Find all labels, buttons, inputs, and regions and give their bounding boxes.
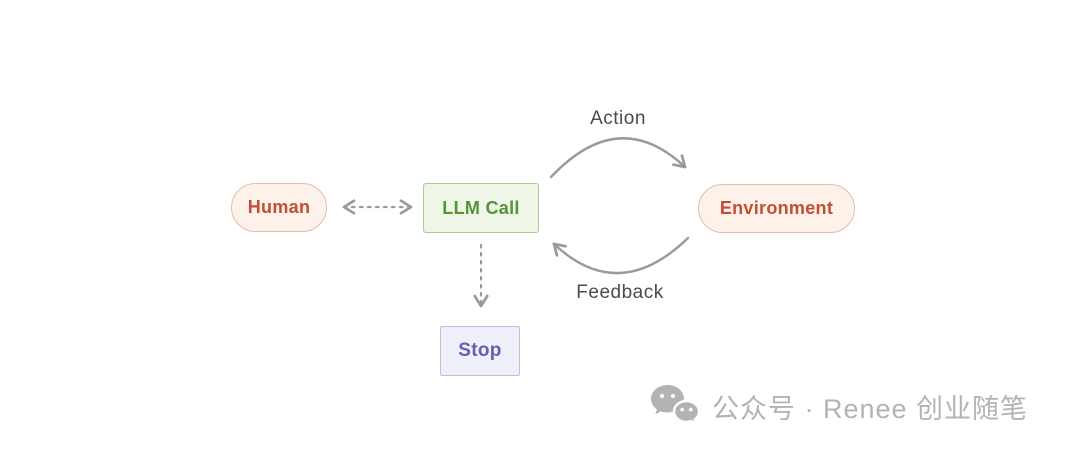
- action-arrow: [549, 137, 685, 179]
- node-environment: Environment: [698, 184, 855, 233]
- feedback-label: Feedback: [576, 282, 664, 303]
- node-stop: Stop: [440, 326, 520, 376]
- node-llm-call-label: LLM Call: [442, 197, 520, 218]
- watermark-text: 公众号 · Renee 创业随笔: [712, 393, 1029, 424]
- node-human: Human: [231, 183, 327, 232]
- action-label: Action: [590, 108, 646, 129]
- node-llm-call: LLM Call: [423, 183, 539, 233]
- node-environment-label: Environment: [719, 198, 834, 218]
- wechat-icon: [651, 385, 700, 426]
- watermark: 公众号 · Renee 创业随笔: [650, 384, 1028, 428]
- feedback-arrow: [554, 236, 690, 275]
- node-human-label: Human: [247, 197, 311, 217]
- node-stop-label: Stop: [458, 340, 502, 361]
